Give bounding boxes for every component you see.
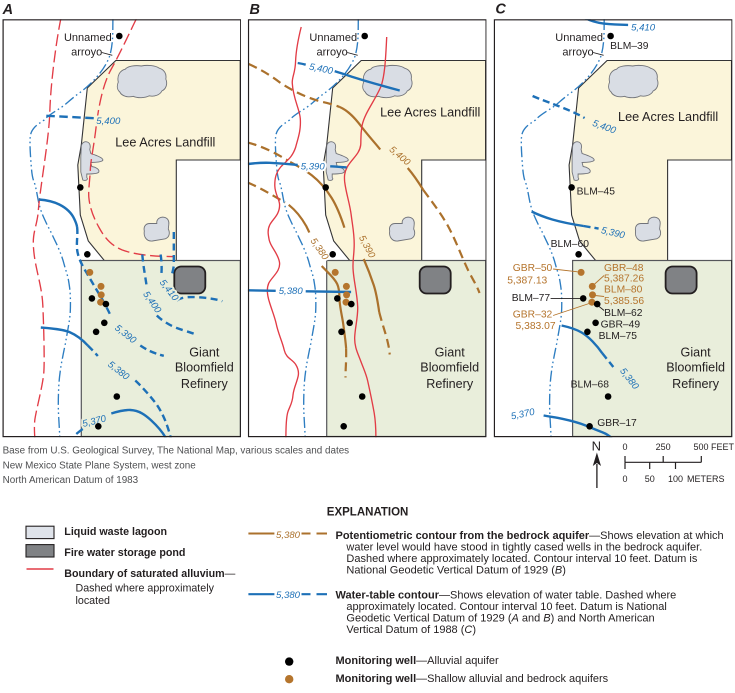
svg-text:water level would have stood i: water level would have stood in tightly …	[345, 541, 702, 553]
svg-text:BLM–80: BLM–80	[604, 285, 643, 296]
svg-text:BLM–39: BLM–39	[610, 41, 649, 52]
svg-text:Vertical Datum of 1988 (C): Vertical Datum of 1988 (C)	[346, 624, 476, 636]
svg-text:Dashed where approximately: Dashed where approximately	[76, 583, 215, 595]
svg-text:250: 250	[656, 442, 671, 452]
svg-text:BLM–60: BLM–60	[551, 239, 590, 250]
svg-text:approximately located. Contour: approximately located. Contour interval …	[346, 601, 666, 613]
svg-text:Monitoring well—Shallow alluvi: Monitoring well—Shallow alluvial and bed…	[336, 673, 609, 685]
svg-text:BLM–62: BLM–62	[604, 308, 643, 319]
svg-text:5,400: 5,400	[96, 116, 121, 127]
svg-text:METERS: METERS	[687, 474, 725, 484]
svg-text:National Geodetic Vertical Dat: National Geodetic Vertical Datum of 1929…	[346, 564, 566, 576]
svg-text:Water-table contour—Shows elev: Water-table contour—Shows elevation of w…	[336, 590, 677, 602]
svg-text:5,387.13: 5,387.13	[507, 276, 547, 287]
svg-text:North American Datum of 1983: North American Datum of 1983	[3, 475, 139, 486]
svg-text:A: A	[2, 2, 13, 18]
svg-text:N: N	[592, 439, 601, 454]
svg-text:0: 0	[622, 442, 627, 452]
svg-text:GBR–32: GBR–32	[513, 310, 553, 321]
svg-text:C: C	[495, 2, 506, 18]
svg-text:500 FEET: 500 FEET	[694, 442, 735, 452]
svg-text:5,380: 5,380	[276, 590, 301, 601]
svg-text:BLM–45: BLM–45	[577, 187, 616, 198]
svg-text:B: B	[250, 2, 260, 18]
svg-text:Geodetic Vertical Datum of 192: Geodetic Vertical Datum of 1929 (A and B…	[346, 613, 654, 625]
svg-text:Boundary of saturated alluvium: Boundary of saturated alluvium—	[64, 568, 235, 580]
svg-text:Potentiometric contour from th: Potentiometric contour from the bedrock …	[336, 530, 724, 542]
svg-text:5,390: 5,390	[301, 162, 326, 173]
svg-text:BLM–68: BLM–68	[571, 380, 610, 391]
svg-text:50: 50	[645, 474, 655, 484]
svg-text:Dashed where approximately loc: Dashed where approximately located. Cont…	[346, 553, 697, 565]
svg-text:New Mexico State Plane System,: New Mexico State Plane System, west zone	[3, 460, 197, 471]
svg-text:GBR–17: GBR–17	[597, 418, 637, 429]
svg-text:5,380: 5,380	[279, 286, 304, 297]
svg-text:5,387.26: 5,387.26	[604, 274, 644, 285]
svg-text:100: 100	[668, 474, 683, 484]
svg-text:EXPLANATION: EXPLANATION	[327, 507, 409, 519]
svg-text:GBR–48: GBR–48	[604, 263, 644, 274]
svg-text:5,380: 5,380	[308, 236, 331, 263]
svg-text:Lee Acres Landfill: Lee Acres Landfill	[115, 136, 215, 150]
svg-text:5,410: 5,410	[631, 22, 656, 33]
svg-text:5,383.07: 5,383.07	[516, 321, 556, 332]
svg-text:5,385.56: 5,385.56	[604, 296, 644, 307]
svg-text:located: located	[76, 595, 111, 607]
svg-text:Base from U.S. Geological Surv: Base from U.S. Geological Survey, The Na…	[3, 446, 350, 457]
svg-text:GBR–49: GBR–49	[601, 320, 641, 331]
svg-text:Monitoring well—Alluvial aquif: Monitoring well—Alluvial aquifer	[336, 655, 500, 667]
svg-text:5,370: 5,370	[510, 407, 536, 423]
svg-text:BLM–77: BLM–77	[512, 293, 551, 304]
svg-text:BLM–75: BLM–75	[599, 331, 638, 342]
svg-text:GBR–50: GBR–50	[513, 263, 553, 274]
svg-text:5,400: 5,400	[308, 62, 334, 78]
svg-text:Liquid waste lagoon: Liquid waste lagoon	[64, 526, 167, 538]
svg-text:Fire water storage pond: Fire water storage pond	[64, 547, 185, 559]
svg-text:5,380: 5,380	[276, 530, 301, 541]
svg-text:Lee Acres Landfill: Lee Acres Landfill	[618, 110, 718, 124]
svg-text:0: 0	[622, 474, 627, 484]
svg-text:Lee Acres Landfill: Lee Acres Landfill	[380, 105, 480, 119]
